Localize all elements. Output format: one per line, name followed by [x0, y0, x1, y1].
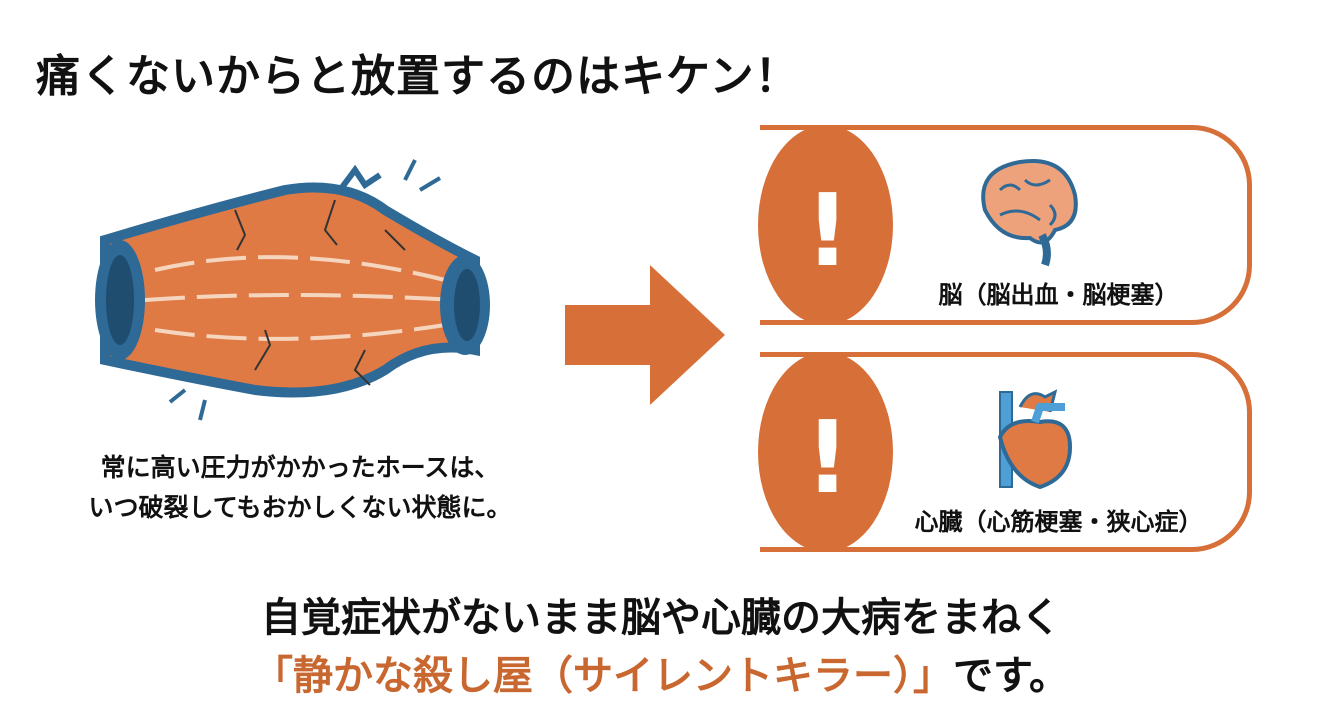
warning-card-heart: ! 心臓（心筋梗塞・狭心症） — [758, 352, 1252, 552]
cracked-blood-vessel-illustration — [95, 159, 490, 421]
conclusion-line1: 自覚症状がないまま脳や心臓の大病をまねく — [261, 595, 1061, 641]
warning-card-brain: ! 脳（脳出血・脳梗塞） — [758, 125, 1252, 325]
warning-badge — [758, 352, 893, 552]
brain-label: 脳（脳出血・脳梗塞） — [938, 281, 1179, 309]
heart-label: 心臓（心筋梗塞・狭心症） — [914, 508, 1203, 536]
heart-icon — [997, 389, 1073, 490]
page-title: 痛くないからと放置するのはキケン！ — [36, 51, 800, 102]
brain-icon — [981, 159, 1078, 267]
hose-caption-line2: いつ破裂してもおかしくない状態に。 — [88, 493, 512, 522]
right-arrow-icon — [565, 265, 725, 405]
hose-caption-line1: 常に高い圧力がかかったホースは、 — [100, 453, 500, 482]
warning-badge — [758, 125, 893, 325]
silent-killer-highlight: 「静かな殺し屋（サイレントキラー）」 — [253, 653, 953, 699]
conclusion-line2: 「静かな殺し屋（サイレントキラー）」です。 — [0, 643, 1322, 701]
exclamation-icon: ! — [804, 398, 851, 516]
conclusion-suffix: です。 — [953, 653, 1069, 699]
hose-caption: 常に高い圧力がかかったホースは、 いつ破裂してもおかしくない状態に。 — [20, 448, 580, 528]
exclamation-icon: ! — [804, 171, 851, 289]
